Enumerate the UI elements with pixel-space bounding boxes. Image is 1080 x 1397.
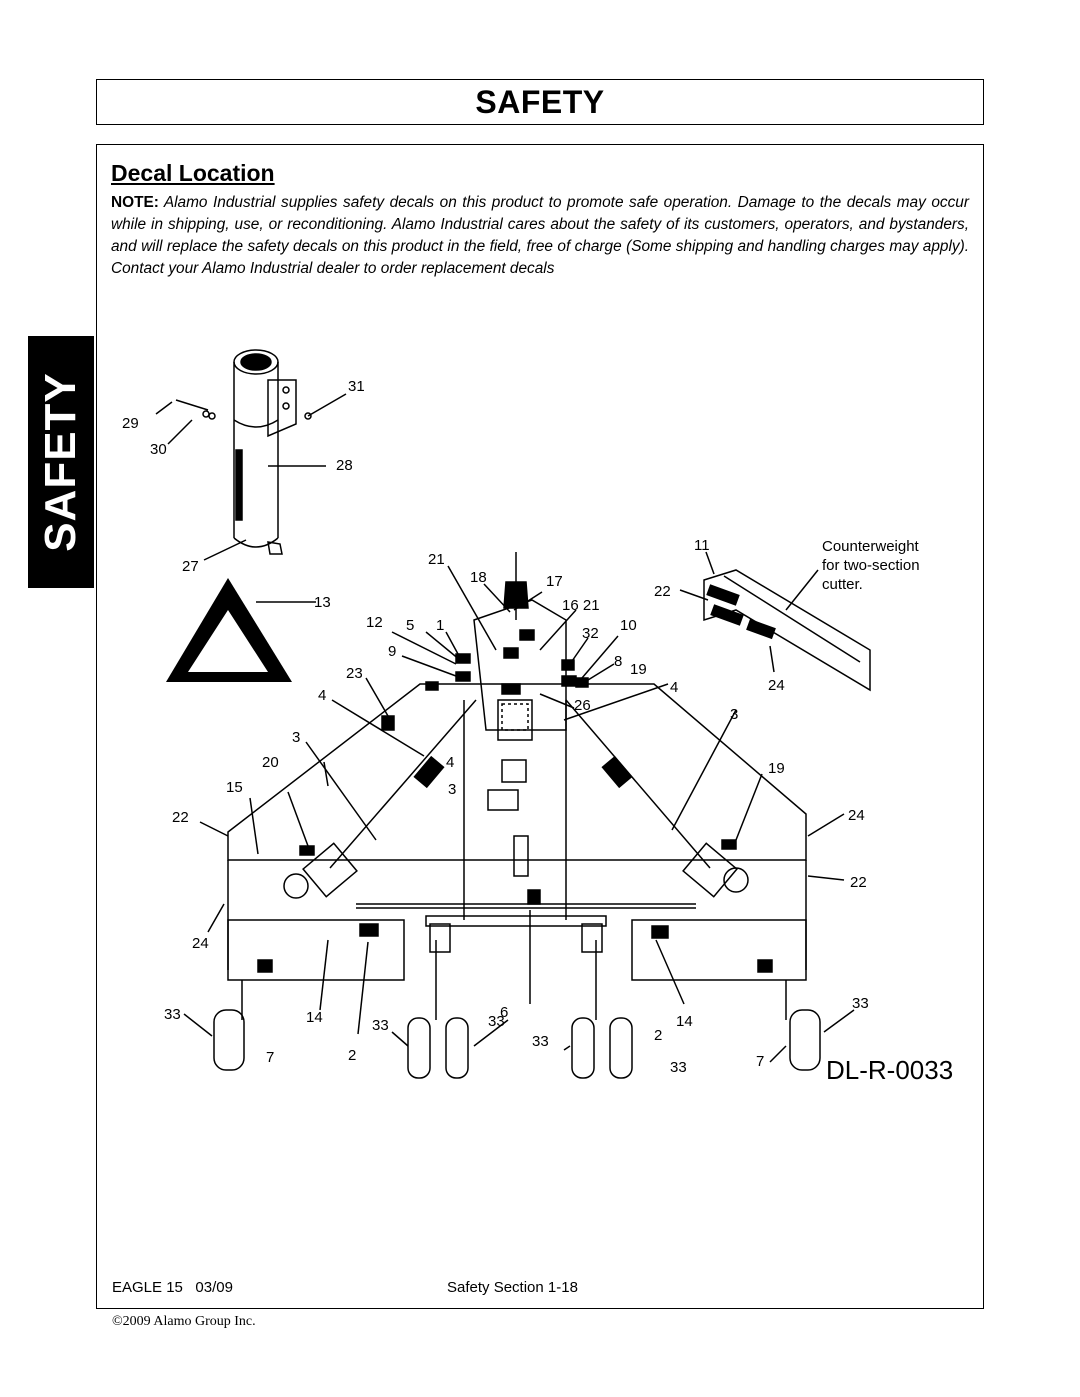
decal-location-diagram: 31 29 30 28 27 13 21 18 17 16 21 12 5 1 … (122, 349, 953, 1085)
callout-7-left: 7 (266, 1049, 274, 1066)
section-heading: Decal Location (111, 160, 275, 186)
callout-leaders (183, 551, 855, 1063)
callout-14-right: 14 (676, 1013, 693, 1030)
drawing-id: DL-R-0033 (826, 1055, 953, 1085)
callout-5: 5 (406, 617, 414, 634)
callout-22-right: 22 (850, 874, 867, 891)
callout-33-d: 33 (852, 995, 869, 1012)
callout-24-right: 24 (848, 807, 865, 824)
callout-12: 12 (366, 614, 383, 631)
content-frame (96, 144, 984, 1309)
callout-24-counterweight: 24 (768, 677, 785, 694)
callout-32: 32 (582, 625, 599, 642)
callout-22-counterweight: 22 (654, 583, 671, 600)
cutter-drawing (213, 552, 821, 1079)
counterweight-label-line2: for two-section (822, 557, 920, 574)
counterweight-drawing (703, 569, 871, 692)
note-text: Alamo Industrial supplies safety decals … (111, 194, 969, 277)
page-header: SAFETY (96, 79, 984, 125)
callout-16-21: 16 21 (562, 597, 600, 614)
callout-20: 20 (262, 754, 279, 771)
callout-11: 11 (694, 537, 710, 554)
callout-numbers: 31 29 30 28 27 13 21 18 17 16 21 12 5 1 … (122, 378, 869, 1076)
callout-23: 23 (346, 665, 363, 682)
callout-6: 6 (500, 1004, 508, 1021)
header-title: SAFETY (475, 83, 605, 120)
callout-33-e: 33 (532, 1033, 549, 1050)
callout-26: 26 (574, 697, 591, 714)
callout-3-right: 3 (730, 706, 738, 723)
note-label: NOTE: (111, 194, 159, 211)
callout-13: 13 (314, 594, 331, 611)
smv-emblem-drawing (166, 578, 316, 682)
callout-33-a: 33 (164, 1006, 181, 1023)
callout-33-f: 33 (670, 1059, 687, 1076)
copyright-notice: ©2009 Alamo Group Inc. (112, 1314, 256, 1329)
callout-27: 27 (182, 558, 199, 575)
callout-29: 29 (122, 415, 139, 432)
callout-33-c: 33 (488, 1013, 505, 1030)
callout-4-right: 4 (670, 679, 678, 696)
wheel (213, 1009, 245, 1071)
callout-9: 9 (388, 643, 396, 660)
callout-24-left: 24 (192, 935, 209, 952)
callout-10: 10 (620, 617, 637, 634)
callout-3-left: 3 (292, 729, 300, 746)
callout-3-center: 3 (448, 781, 456, 798)
callout-21: 21 (428, 551, 445, 568)
callout-8: 8 (614, 653, 622, 670)
callout-19-right: 19 (768, 760, 785, 777)
section-side-tab: SAFETY (28, 336, 94, 588)
callout-30: 30 (150, 441, 167, 458)
footer-model-date: EAGLE 15 03/09 (112, 1279, 233, 1296)
tube-drawing (155, 349, 347, 561)
callout-15: 15 (226, 779, 243, 796)
callout-4-center: 4 (446, 754, 454, 771)
counterweight-label-line1: Counterweight (822, 538, 920, 555)
callout-18: 18 (470, 569, 487, 586)
counterweight-label-line3: cutter. (822, 576, 863, 593)
callout-4-left: 4 (318, 687, 326, 704)
callout-2-left: 2 (348, 1047, 356, 1064)
callout-2-right: 2 (654, 1027, 662, 1044)
callout-28: 28 (336, 457, 353, 474)
callout-1: 1 (436, 617, 444, 634)
callout-17: 17 (546, 573, 563, 590)
note-paragraph: NOTE: Alamo Industrial supplies safety d… (111, 192, 969, 280)
callout-14-left: 14 (306, 1009, 323, 1026)
footer-section-page: Safety Section 1-18 (447, 1279, 578, 1296)
side-tab-label: SAFETY (36, 372, 85, 552)
callout-33-b: 33 (372, 1017, 389, 1034)
counterweight-caption: Counterweight for two-section cutter. (822, 538, 920, 593)
callout-22-left: 22 (172, 809, 189, 826)
callout-7-right: 7 (756, 1053, 764, 1070)
callout-31: 31 (348, 378, 365, 395)
callout-19-top: 19 (630, 661, 647, 678)
